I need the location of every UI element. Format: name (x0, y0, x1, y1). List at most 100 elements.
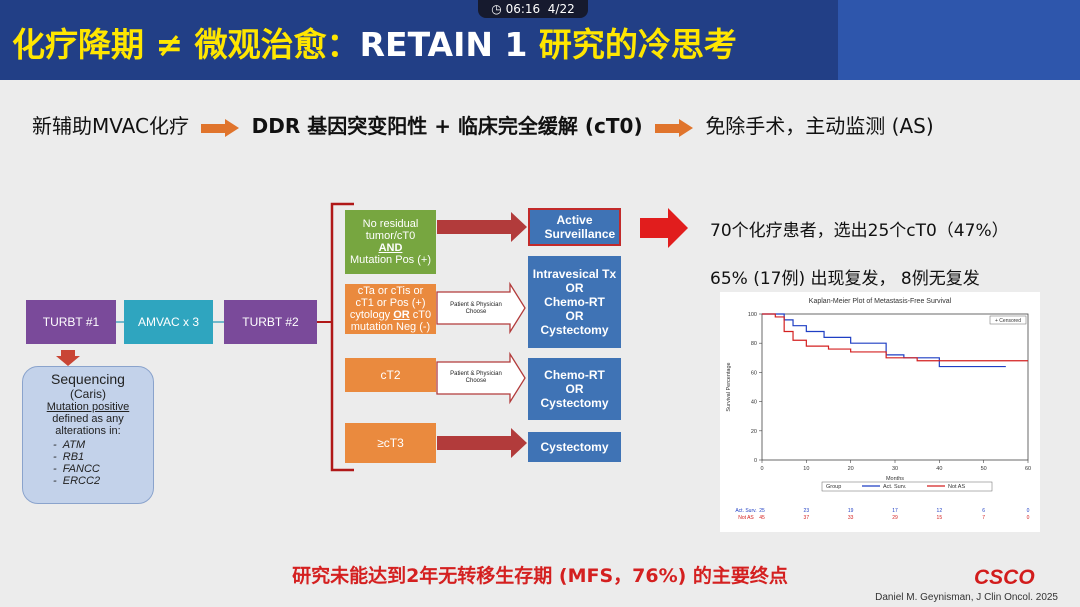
gene-item: - FANCC (53, 463, 100, 475)
censor-legend-label: + Censored (995, 318, 1021, 324)
gene-list: - ATM - RB1 - FANCC - ERCC2 (53, 439, 153, 487)
seq-title: Sequencing (51, 371, 125, 387)
status-page: 4/22 (547, 2, 575, 16)
y-tick-label: 20 (751, 429, 757, 435)
arrow-down-icon (56, 350, 80, 366)
group-cT2-box: cT2 (345, 358, 436, 392)
arrow-right-icon (437, 428, 527, 458)
risk-value: 17 (892, 508, 898, 514)
y-tick-label: 60 (751, 370, 757, 376)
x-tick-label: 0 (760, 466, 763, 472)
status-time: 06:16 (505, 2, 541, 16)
group-cTa-box: cTa or cTis or cT1 or Pos (+) cytology O… (345, 284, 436, 334)
o2-line-3: Chemo-RT (544, 295, 605, 309)
chart-title: Kaplan-Meier Plot of Metastasis-Free Sur… (809, 298, 952, 305)
amvac-label: AMVAC x 3 (137, 315, 200, 329)
g1-line-4: Mutation Pos (+) (349, 254, 431, 266)
risk-value: 19 (848, 508, 854, 514)
option-chemort-box: Chemo-RT OR Cystectomy (528, 358, 621, 420)
seq-line-2: defined as any (52, 413, 124, 425)
citation-text: Daniel M. Geynisman, J Clin Oncol. 2025 (875, 592, 1058, 603)
km-chart: Kaplan-Meier Plot of Metastasis-Free Sur… (720, 292, 1040, 532)
o2-line-4: OR (565, 309, 584, 323)
slide-title: 化疗降期 ≠ 微观治愈：RETAIN 1 研究的冷思考 (12, 18, 737, 66)
risk-value: 7 (982, 515, 985, 521)
x-axis-label: Months (886, 476, 904, 482)
g1-and: AND (378, 242, 403, 254)
g2-line-3: cytology OR cT0 (349, 309, 432, 321)
risk-value: 0 (1027, 508, 1030, 514)
o3-line-3: Cystectomy (540, 396, 609, 410)
choose-label-2: Patient & Physician Choose (450, 371, 502, 384)
o3-line-2: OR (565, 382, 584, 396)
arrow-right-icon (437, 212, 527, 242)
title-bar: 化疗降期 ≠ 微观治愈：RETAIN 1 研究的冷思考 (0, 0, 838, 80)
title-part-2: RETAIN 1 (359, 25, 528, 64)
o2-line-5: Cystectomy (540, 323, 609, 337)
legend-title: Group (826, 484, 841, 490)
turbt1-box: TURBT #1 (26, 300, 116, 344)
arrow-right-icon (640, 208, 688, 248)
gene-item: - ERCC2 (53, 475, 101, 487)
y-tick-label: 100 (748, 312, 757, 318)
o4-label: Cystectomy (540, 440, 609, 454)
risk-value: 23 (804, 508, 810, 514)
g2-line-4: mutation Neg (-) (350, 321, 431, 333)
km-chart-svg: Kaplan-Meier Plot of Metastasis-Free Sur… (726, 298, 1031, 521)
x-tick-label: 30 (892, 466, 898, 472)
risk-value: 0 (1027, 515, 1030, 521)
risk-value: 45 (759, 515, 765, 521)
seq-line-1: Mutation positive (46, 401, 130, 413)
result-line-2: 65% (17例) 出现复发， 8例无复发 (710, 269, 980, 289)
risk-value: 37 (804, 515, 810, 521)
risk-value: 29 (892, 515, 898, 521)
arrow-right-icon (654, 118, 693, 137)
arrow-right-icon (436, 281, 526, 335)
flow-step-3: 免除手术，主动监测 (AS) (705, 114, 934, 138)
gene-item: - RB1 (53, 451, 85, 463)
turbt2-box: TURBT #2 (224, 300, 317, 344)
title-bar-right (838, 0, 1080, 80)
flow-line: 新辅助MVAC化疗 DDR 基因突变阳性 + 临床完全缓解 (cT0) 免除手术… (32, 110, 934, 139)
y-tick-label: 0 (754, 458, 757, 464)
g2-line-1: cTa or cTis or (357, 285, 424, 297)
title-part-1: 化疗降期 ≠ 微观治愈： (12, 25, 360, 64)
arrow-right-icon (201, 118, 240, 137)
bracket (330, 202, 354, 472)
group-cT0-box: No residual tumor/cT0 AND Mutation Pos (… (345, 210, 436, 274)
y-tick-label: 40 (751, 400, 757, 406)
active-surveillance-box: Active Surveillance (528, 208, 621, 246)
risk-value: 25 (759, 508, 765, 514)
series-line (762, 313, 1028, 362)
x-tick-label: 10 (803, 466, 809, 472)
risk-value: 12 (937, 508, 943, 514)
gene-item: - ATM (53, 439, 86, 451)
y-tick-label: 80 (751, 341, 757, 347)
g2-line-2: cT1 or Pos (+) (355, 297, 426, 309)
plot-frame (761, 313, 1029, 461)
o2-line-2: OR (565, 281, 584, 295)
sequencing-box: Sequencing (Caris) Mutation positive def… (22, 366, 154, 504)
legend-label: Not AS (948, 484, 965, 490)
option-intravesical-box: Intravesical Tx OR Chemo-RT OR Cystectom… (528, 256, 621, 348)
g1-line-2: tumor/cT0 (365, 230, 416, 242)
seq-sub: (Caris) (70, 387, 106, 401)
flow-step-2: DDR 基因突变阳性 + 临床完全缓解 (cT0) (251, 114, 643, 138)
seq-line-3: alterations in: (55, 425, 121, 437)
risk-value: 6 (982, 508, 985, 514)
title-part-3: 研究的冷思考 (527, 25, 737, 64)
option-cystectomy-box: Cystectomy (528, 432, 621, 462)
o2-line-1: Intravesical Tx (532, 267, 617, 281)
turbt2-label: TURBT #2 (242, 315, 299, 329)
risk-value: 33 (848, 515, 854, 521)
x-tick-label: 20 (848, 466, 854, 472)
amvac-box: AMVAC x 3 (124, 300, 213, 344)
arrow-right-icon (436, 351, 526, 405)
legend-box (821, 481, 993, 492)
g1-line-1: No residual (362, 218, 419, 230)
risk-row-label: Not AS (738, 515, 754, 521)
status-pill[interactable]: ◷ 06:16 4/22 (478, 0, 588, 18)
censor-legend-box (989, 315, 1027, 325)
flow-step-1: 新辅助MVAC化疗 (32, 114, 189, 138)
